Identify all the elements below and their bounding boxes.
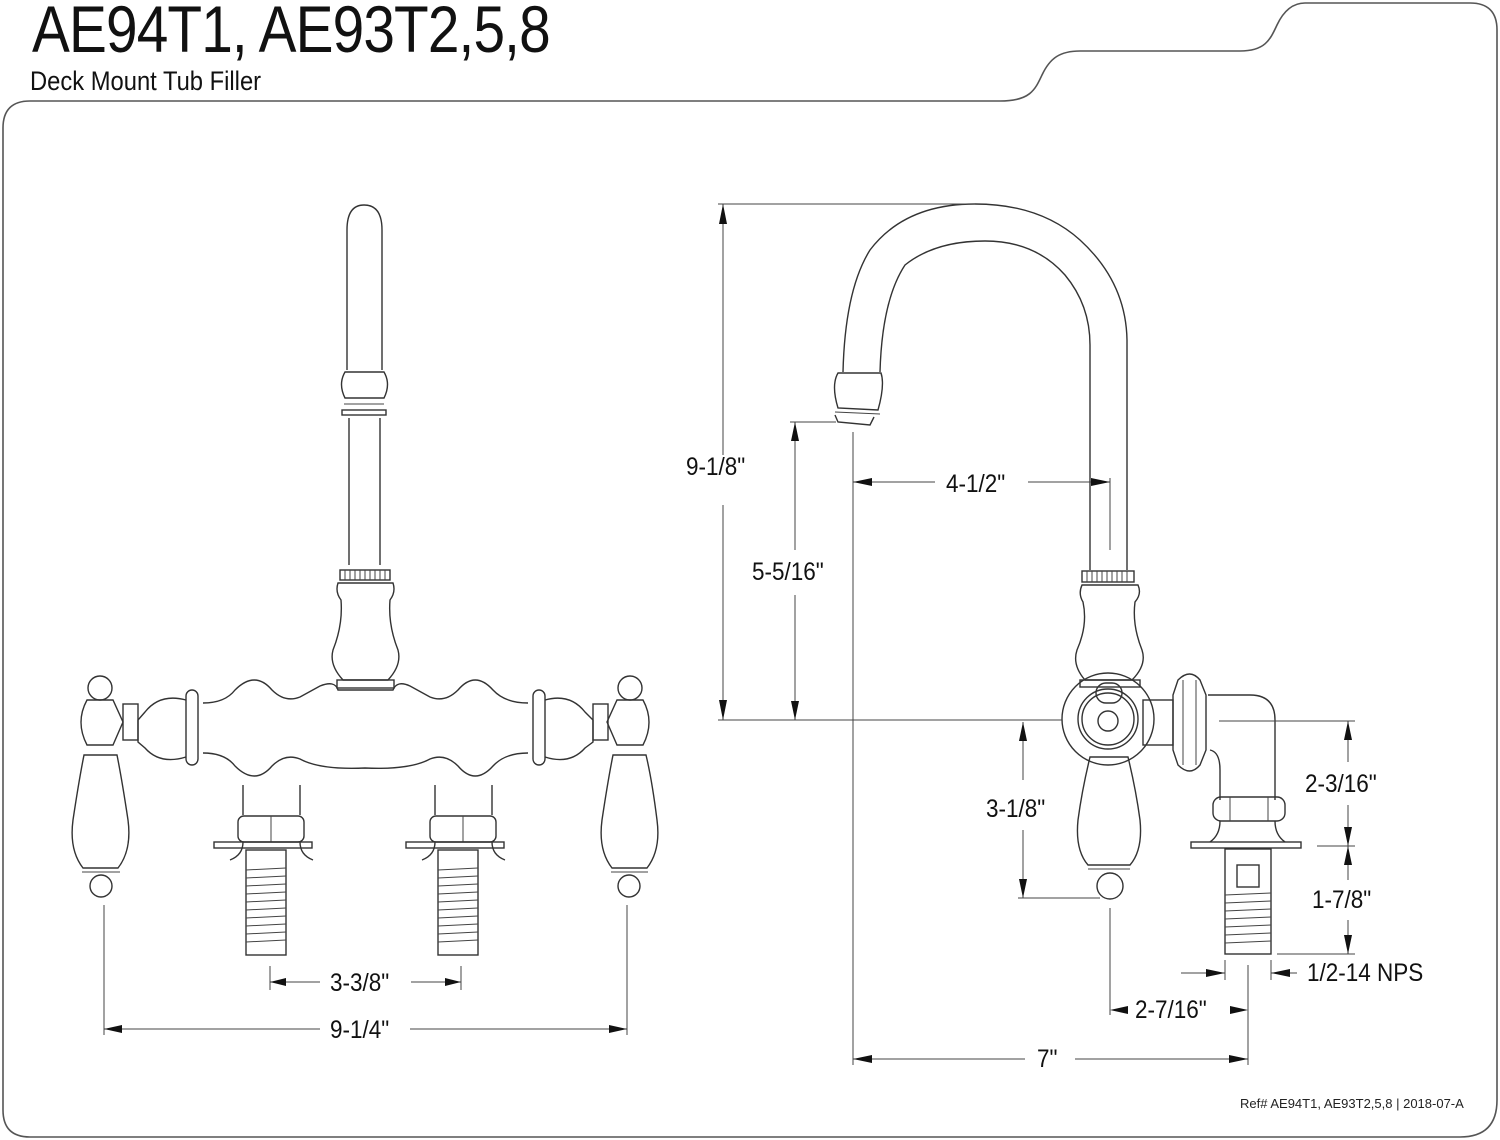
dim-overall-width: 9-1/4" [330, 1016, 390, 1044]
reference-note: Ref# AE94T1, AE93T2,5,8 | 2018-07-A [1240, 1096, 1464, 1111]
side-view-dimension-lines [718, 203, 1355, 1065]
dim-thread-size: 1/2-14 NPS [1307, 959, 1424, 987]
front-view-faucet [71, 204, 659, 956]
dim-spout-reach: 4-1/2" [946, 470, 1006, 498]
side-view-faucet [833, 203, 1302, 955]
dim-handle-drop: 3-1/8" [986, 795, 1046, 823]
dim-spout-to-shank: 7" [1037, 1045, 1058, 1073]
page-title: AE94T1, AE93T2,5,8 [32, 0, 551, 66]
dim-elbow-height: 2-3/16" [1305, 770, 1377, 798]
dim-spread-center: 3-3/8" [330, 969, 390, 997]
front-view-dimension-lines [103, 905, 628, 1035]
dim-spout-clearance: 5-5/16" [752, 558, 824, 586]
page-subtitle: Deck Mount Tub Filler [30, 66, 262, 96]
dim-handle-to-shank: 2-7/16" [1135, 996, 1207, 1024]
dim-overall-height: 9-1/8" [686, 453, 746, 481]
dim-shank-length: 1-7/8" [1312, 886, 1372, 914]
